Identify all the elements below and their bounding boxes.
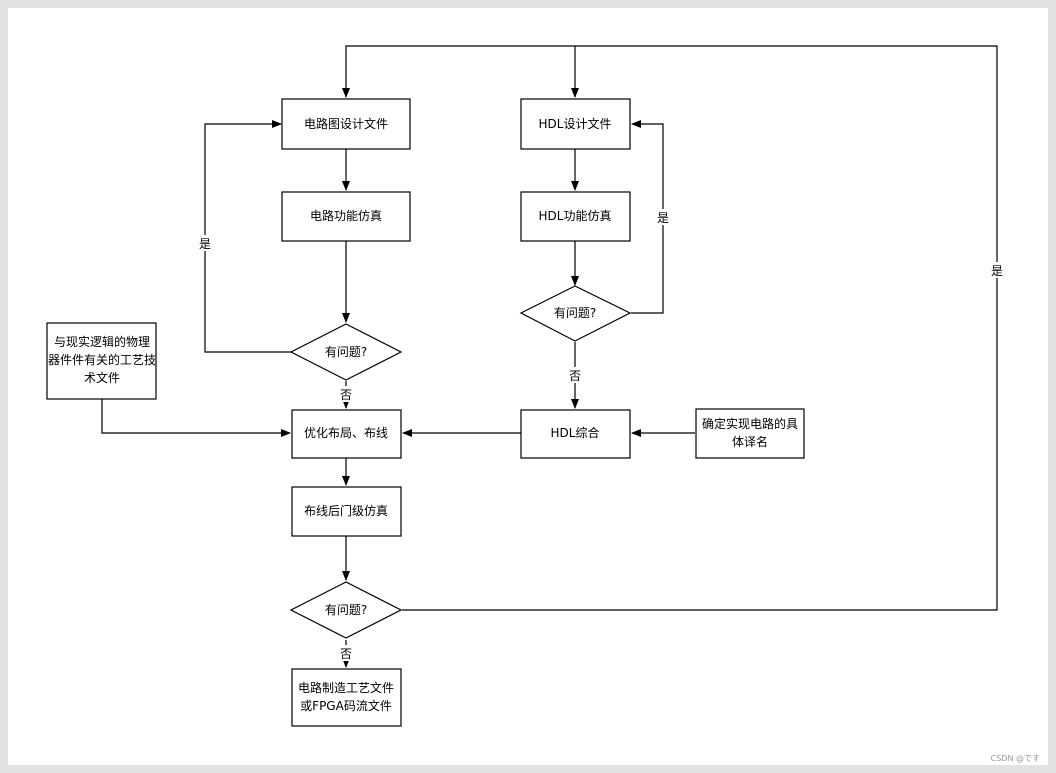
svg-text:有问题?: 有问题?	[325, 345, 367, 359]
svg-text:HDL设计文件: HDL设计文件	[539, 116, 612, 131]
svg-text:与现实逻辑的物理: 与现实逻辑的物理	[54, 334, 150, 349]
label-no-1: 否	[340, 388, 352, 402]
node-hdl-sim: HDL功能仿真	[520, 191, 631, 242]
svg-text:确定实现电路的具: 确定实现电路的具	[702, 416, 798, 431]
svg-text:电路制造工艺文件: 电路制造工艺文件	[298, 680, 394, 695]
svg-text:HDL综合: HDL综合	[551, 425, 600, 440]
edge-problem1-yes	[204, 120, 291, 353]
decision-problem-2: 有问题?	[519, 285, 632, 342]
decision-problem-3: 有问题?	[289, 581, 403, 639]
svg-text:体译名: 体译名	[732, 434, 768, 449]
label-yes-1: 是	[199, 237, 211, 251]
svg-text:电路图设计文件: 电路图设计文件	[304, 116, 388, 131]
label-no-2: 否	[569, 369, 581, 383]
node-optimize-layout: 优化布局、布线	[291, 409, 402, 459]
label-no-3: 否	[340, 647, 352, 661]
node-post-route-sim: 布线后门级仿真	[291, 486, 402, 537]
node-tech-file: 与现实逻辑的物理 器件件有关的工艺技 术文件	[46, 322, 157, 400]
edge-tech-to-optimize	[101, 399, 291, 437]
svg-text:布线后门级仿真: 布线后门级仿真	[304, 503, 388, 518]
node-output-file: 电路制造工艺文件 或FPGA码流文件	[291, 668, 402, 727]
label-yes-3: 是	[991, 264, 1003, 278]
node-schematic-file: 电路图设计文件	[281, 98, 411, 150]
node-hdl-file: HDL设计文件	[520, 98, 631, 150]
watermark: CSDN @です	[991, 754, 1040, 763]
svg-text:器件件有关的工艺技: 器件件有关的工艺技	[48, 352, 156, 367]
loop-top-line	[342, 45, 998, 611]
svg-text:术文件: 术文件	[84, 370, 120, 385]
svg-text:优化布局、布线: 优化布局、布线	[304, 426, 388, 440]
svg-text:有问题?: 有问题?	[554, 306, 596, 320]
node-hdl-synth: HDL综合	[520, 409, 631, 459]
svg-text:HDL功能仿真: HDL功能仿真	[539, 209, 612, 223]
label-yes-2: 是	[657, 211, 669, 225]
diagram-frame: 电路图设计文件 电路功能仿真 有问题? HDL设计文件 HDL功能仿真 有问题?…	[8, 8, 1048, 765]
node-circuit-sim: 电路功能仿真	[281, 191, 411, 242]
svg-text:有问题?: 有问题?	[325, 603, 367, 617]
node-target-device: 确定实现电路的具 体译名	[695, 408, 805, 459]
svg-text:电路功能仿真: 电路功能仿真	[310, 208, 382, 223]
decision-problem-1: 有问题?	[289, 323, 403, 381]
svg-text:或FPGA码流文件: 或FPGA码流文件	[300, 698, 392, 713]
